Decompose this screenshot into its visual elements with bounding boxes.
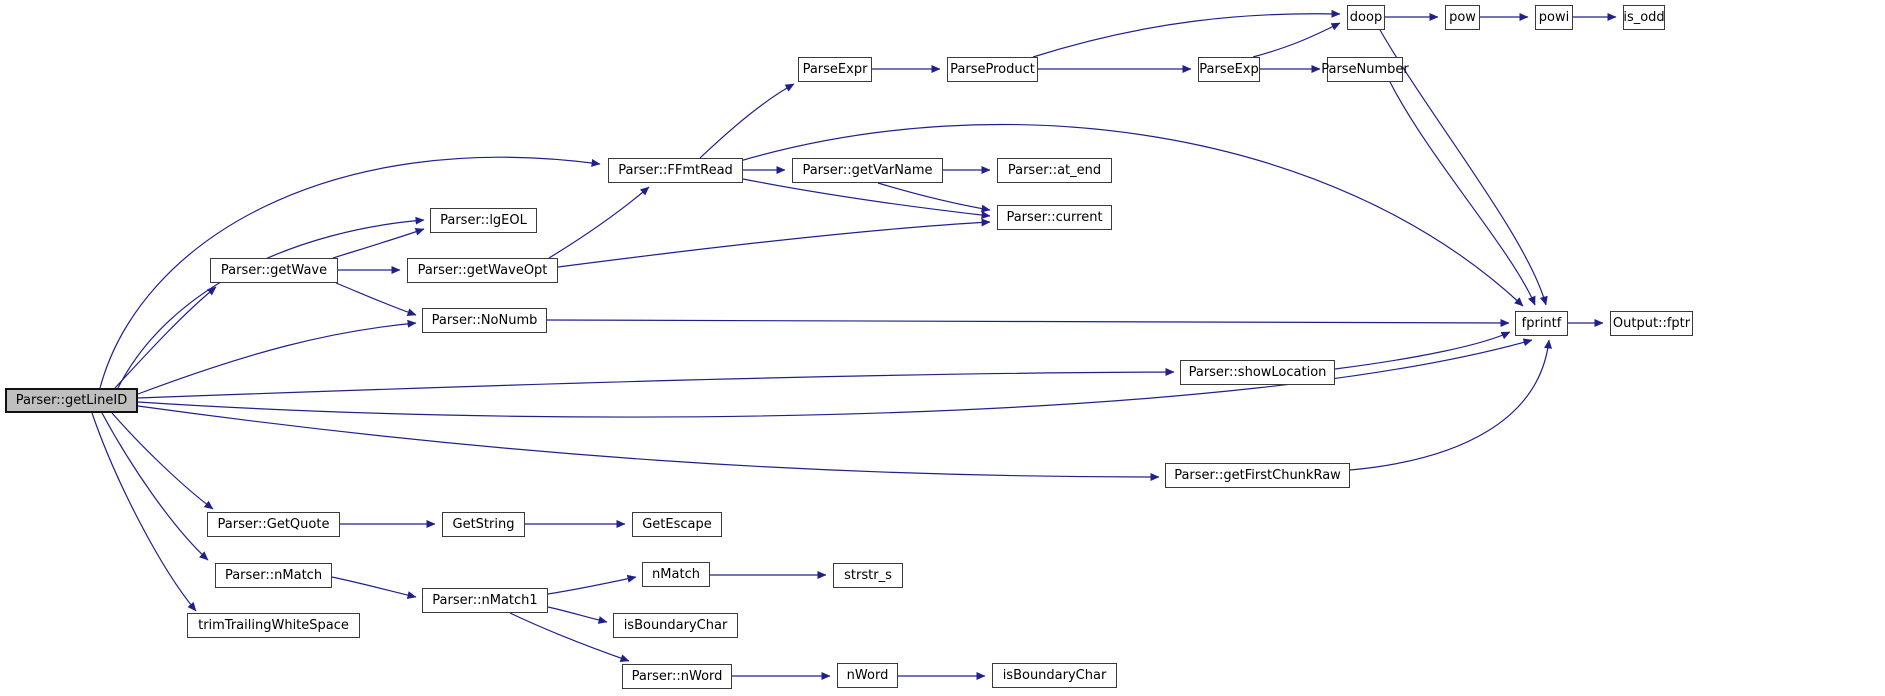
node-at_end[interactable]: Parser::at_end xyxy=(997,158,1112,183)
node-GetEscape[interactable]: GetEscape xyxy=(632,512,722,537)
node-nMatch-parser[interactable]: Parser::nMatch xyxy=(215,563,332,588)
edge-getWave-lgEOL xyxy=(332,227,425,259)
edge-getLineID-lgEOL xyxy=(117,216,425,389)
node-powi[interactable]: powi xyxy=(1535,5,1573,30)
edge-NoNumb-fprintf xyxy=(546,318,1510,327)
edge-ParseNumber-fprintf xyxy=(1389,81,1536,306)
node-ParseProduct[interactable]: ParseProduct xyxy=(947,57,1038,82)
edge-ParseExp-doop xyxy=(1252,22,1341,58)
node-Output_fptr[interactable]: Output::fptr xyxy=(1610,311,1693,336)
edge-getWave-NoNumb xyxy=(335,282,417,316)
node-GetString[interactable]: GetString xyxy=(442,512,525,537)
node-getLineID: Parser::getLineID xyxy=(5,388,138,413)
edge-getLineID-getWave xyxy=(114,286,217,389)
edge-getLineID-nMatch xyxy=(101,412,209,561)
node-ParseExp[interactable]: ParseExp xyxy=(1198,57,1260,82)
node-is_odd[interactable]: is_odd xyxy=(1623,5,1665,30)
edge-FFmtRead-current xyxy=(742,178,991,220)
edge-getWaveOpt-current xyxy=(557,218,991,268)
node-fprintf[interactable]: fprintf xyxy=(1515,311,1568,336)
node-getVarName[interactable]: Parser::getVarName xyxy=(792,158,943,183)
edge-nMatch1-isBoundaryChar xyxy=(547,606,608,624)
node-isBoundaryChar-2[interactable]: isBoundaryChar xyxy=(992,663,1117,688)
node-nWord-parser[interactable]: Parser::nWord xyxy=(622,664,732,689)
node-NoNumb[interactable]: Parser::NoNumb xyxy=(422,308,547,333)
node-showLocation[interactable]: Parser::showLocation xyxy=(1180,360,1335,385)
node-nMatch1[interactable]: Parser::nMatch1 xyxy=(422,588,548,613)
node-GetQuote[interactable]: Parser::GetQuote xyxy=(207,512,340,537)
node-FFmtRead[interactable]: Parser::FFmtRead xyxy=(608,158,743,183)
edge-getLineID-fprintf xyxy=(137,338,1533,418)
edge-ParseProduct-doop xyxy=(1032,9,1341,58)
node-trimTrailingWhiteSpace[interactable]: trimTrailingWhiteSpace xyxy=(187,613,360,638)
node-ParseExpr[interactable]: ParseExpr xyxy=(798,57,872,82)
edge-getLineID-getFirstChunkRaw xyxy=(137,405,1160,481)
edge-nMatchParser-nMatch1 xyxy=(331,576,417,599)
node-doop[interactable]: doop xyxy=(1347,5,1385,30)
edge-FFmtRead-fprintf xyxy=(739,123,1524,307)
edge-getVarName-current xyxy=(877,182,991,213)
edge-getLineID-trimTrailingWhiteSpace xyxy=(91,412,197,612)
edge-getLineID-FFmtRead xyxy=(99,156,601,389)
node-getFirstChunkRaw[interactable]: Parser::getFirstChunkRaw xyxy=(1165,463,1350,488)
edge-showLocation-fprintf xyxy=(1334,331,1511,370)
edge-nMatch1-nWordParser xyxy=(509,612,630,662)
node-ParseNumber[interactable]: ParseNumber xyxy=(1321,57,1409,82)
edge-getLineID-NoNumb xyxy=(137,319,417,395)
node-nWord[interactable]: nWord xyxy=(837,663,898,688)
node-strstr_s[interactable]: strstr_s xyxy=(833,563,903,588)
node-isBoundaryChar-1[interactable]: isBoundaryChar xyxy=(613,613,738,638)
node-getWave[interactable]: Parser::getWave xyxy=(210,258,338,283)
node-current[interactable]: Parser::current xyxy=(997,205,1112,230)
node-pow[interactable]: pow xyxy=(1445,5,1480,30)
node-getWaveOpt[interactable]: Parser::getWaveOpt xyxy=(407,258,558,283)
edge-FFmtRead-ParseExpr xyxy=(699,83,795,159)
edge-getLineID-GetQuote xyxy=(111,412,214,510)
edge-nMatch1-nMatch xyxy=(547,574,637,595)
node-nMatch[interactable]: nMatch xyxy=(642,562,710,587)
node-lgEOL[interactable]: Parser::lgEOL xyxy=(430,208,537,233)
edge-getWaveOpt-FFmtRead xyxy=(548,186,650,259)
edge-getFirstChunkRaw-fprintf xyxy=(1349,339,1553,471)
edge-getLineID-showLocation xyxy=(137,368,1175,399)
